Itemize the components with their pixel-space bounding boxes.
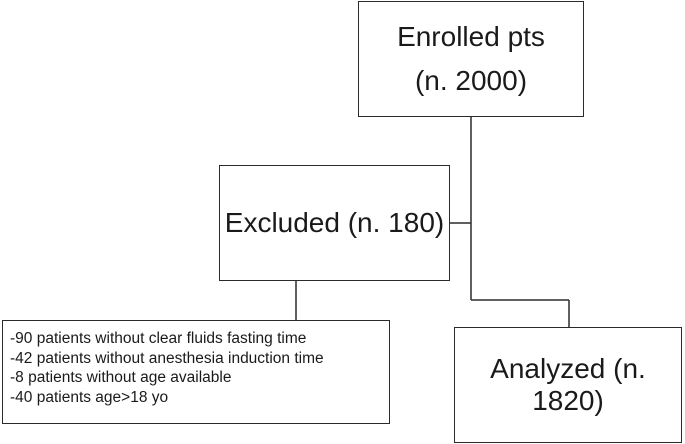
enrolled-box: Enrolled pts (n. 2000): [358, 1, 584, 117]
exclusion-reason: -8 patients without age available: [10, 369, 232, 386]
analyzed-label: Analyzed (n. 1820): [490, 353, 646, 416]
exclusion-reason: -40 patients age>18 yo: [10, 388, 169, 406]
analyzed-box: Analyzed (n. 1820): [454, 327, 682, 443]
excluded-box: Excluded (n. 180): [219, 165, 450, 281]
excluded-label: Excluded (n. 180): [224, 207, 445, 238]
enrolled-label: Enrolled pts: [397, 21, 545, 52]
enrolled-count: (n. 2000): [414, 65, 528, 96]
exclusion-reasons-box: -90 patients without clear fluids fastin…: [2, 320, 390, 424]
exclusion-reason: -90 patients without clear fluids fastin…: [10, 330, 307, 347]
exclusion-reason: -42 patients without anesthesia inductio…: [10, 349, 324, 367]
